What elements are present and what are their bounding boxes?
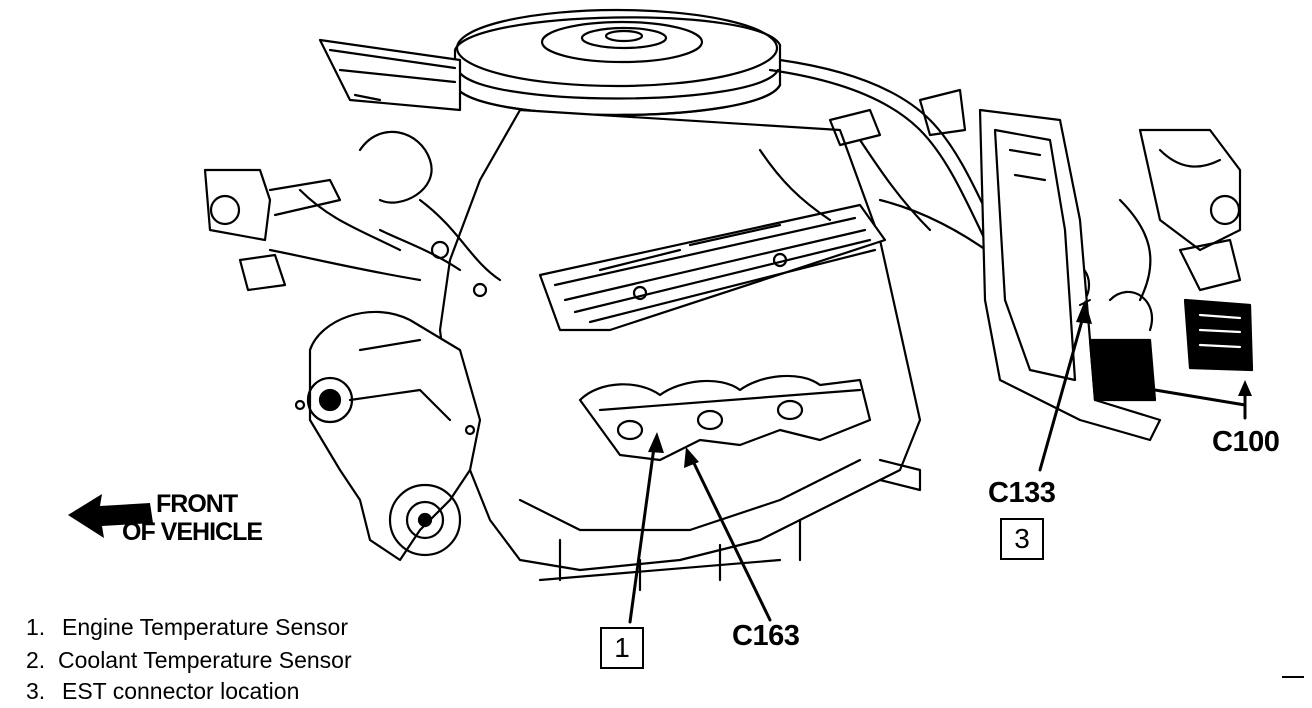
legend-item-1: 1. Engine Temperature Sensor bbox=[26, 614, 348, 641]
firewall-panel bbox=[978, 108, 1162, 442]
valve-cover bbox=[538, 203, 887, 332]
exhaust-manifold bbox=[578, 374, 872, 462]
legend-item-2: 2. Coolant Temperature Sensor bbox=[26, 647, 352, 674]
legend-text: Engine Temperature Sensor bbox=[62, 614, 348, 640]
front-arrow-icon bbox=[68, 494, 153, 538]
legend-text: Coolant Temperature Sensor bbox=[58, 647, 352, 673]
callout-box-3: 3 bbox=[1000, 518, 1044, 560]
label-c100: C100 bbox=[1212, 426, 1280, 458]
legend-item-3: 3. EST connector location bbox=[26, 678, 299, 705]
left-components bbox=[203, 130, 502, 298]
air-cleaner bbox=[453, 8, 782, 117]
label-c133: C133 bbox=[988, 477, 1056, 509]
front-label-line1: FRONT bbox=[156, 490, 238, 518]
legend-text: EST connector location bbox=[62, 678, 300, 704]
leader-arrowheads bbox=[648, 300, 1252, 468]
front-label-line2: OF VEHICLE bbox=[122, 518, 263, 546]
label-c163: C163 bbox=[732, 620, 800, 652]
water-pump bbox=[294, 310, 482, 562]
air-duct bbox=[318, 38, 462, 112]
legend-number: 2. bbox=[26, 647, 46, 673]
engine-block bbox=[438, 108, 922, 592]
c100-assembly bbox=[1088, 128, 1254, 402]
callout-box-1: 1 bbox=[600, 627, 644, 669]
legend-number: 3. bbox=[26, 678, 46, 704]
corner-mark bbox=[1282, 676, 1304, 678]
legend-number: 1. bbox=[26, 614, 46, 640]
front-of-vehicle-label: FRONT OF VEHICLE bbox=[122, 490, 263, 546]
